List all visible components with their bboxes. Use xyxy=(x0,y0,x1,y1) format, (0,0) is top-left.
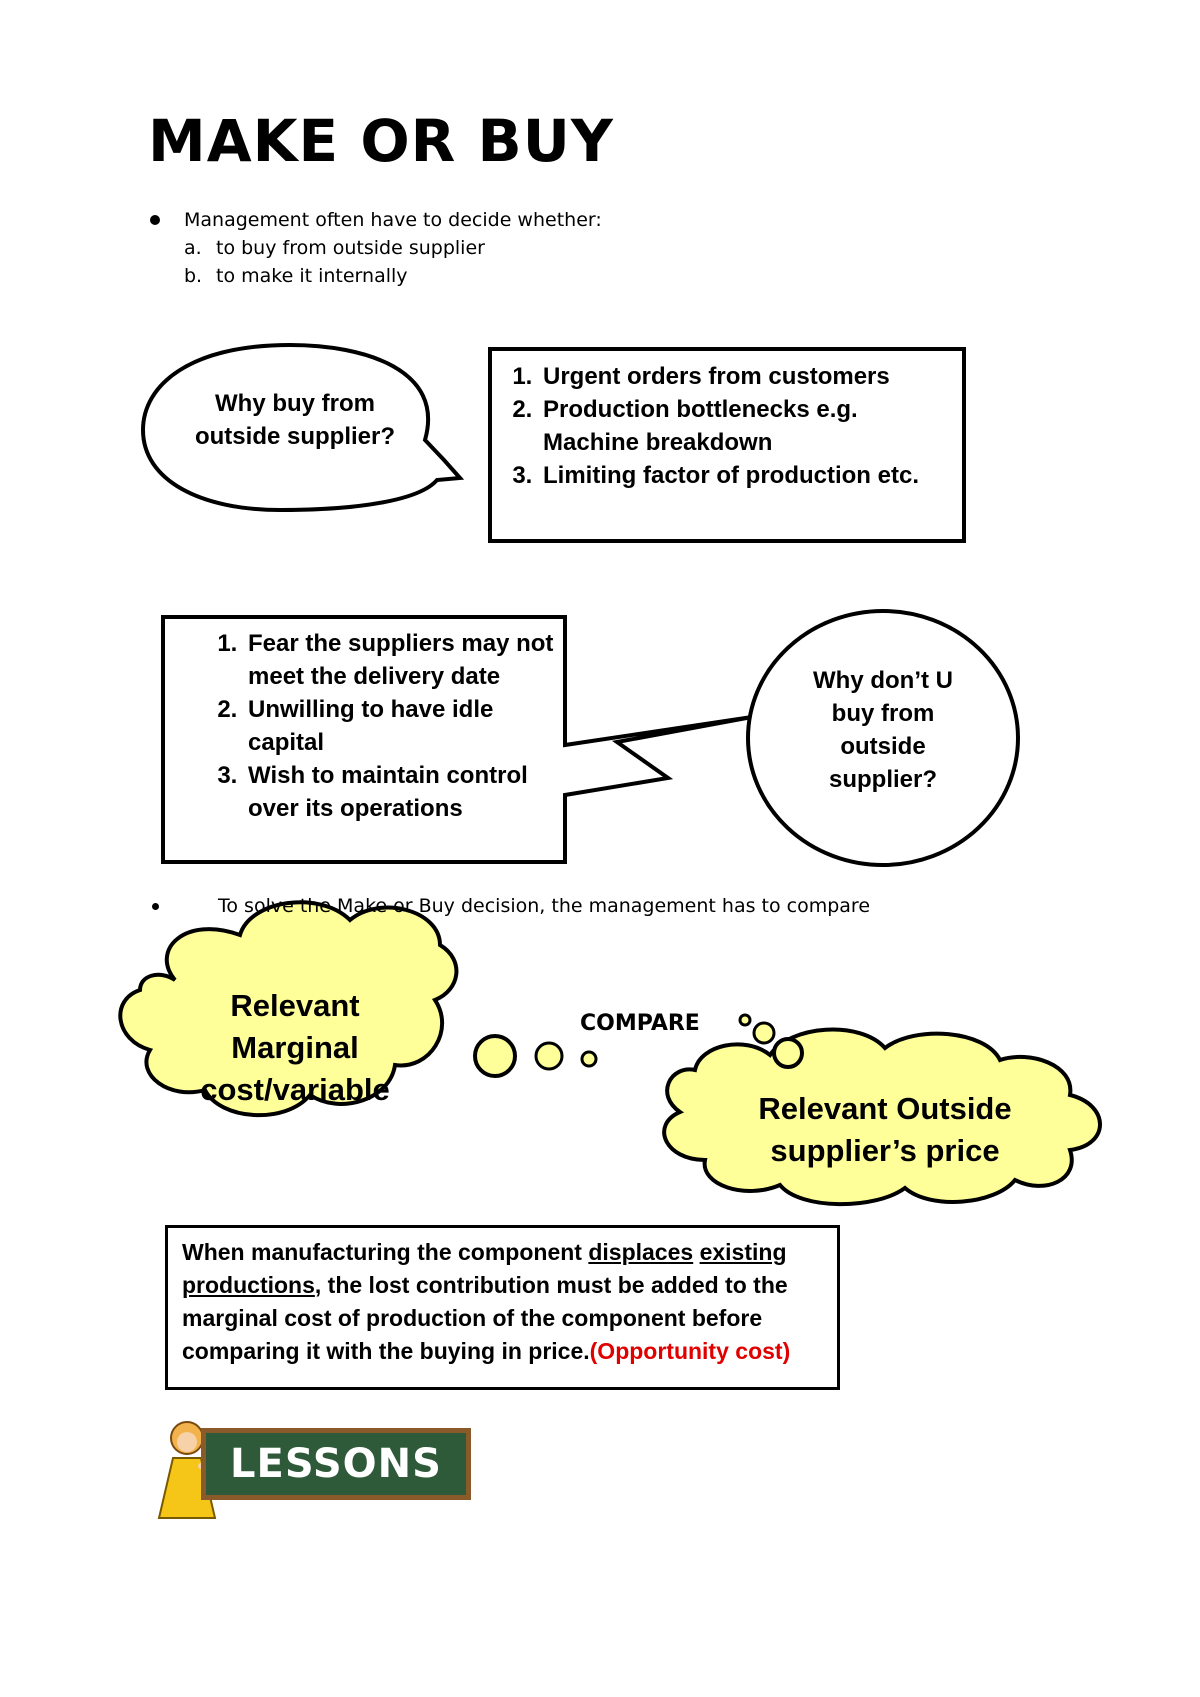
callout-box-why-buy xyxy=(488,347,966,543)
opportunity-cost-highlight: (Opportunity cost) xyxy=(589,1338,791,1364)
why-buy-reasons: Urgent orders from customers Production … xyxy=(505,360,955,492)
intro-list: Management often have to decide whether:… xyxy=(148,206,602,290)
list-item: Wish to maintain control over its operat… xyxy=(244,759,560,825)
list-item: Urgent orders from customers xyxy=(539,360,955,393)
page-title: MAKE OR BUY xyxy=(148,107,614,175)
compare-label: COMPARE xyxy=(580,1011,700,1036)
thought-cloud-left xyxy=(118,900,459,1117)
speech-bubble-why-not-buy xyxy=(746,609,1020,867)
opportunity-cost-note: When manufacturing the component displac… xyxy=(165,1225,840,1390)
why-not-buy-reasons: Fear the suppliers may not meet the deli… xyxy=(210,627,560,825)
callout-box-why-not-buy xyxy=(161,615,753,864)
lessons-chalkboard: LESSONS xyxy=(201,1428,471,1500)
list-item: Unwilling to have idle capital xyxy=(244,693,560,759)
list-item: Limiting factor of production etc. xyxy=(539,459,955,492)
option-buy: a.to buy from outside supplier xyxy=(184,237,485,259)
why-not-buy-question: Why don’t U buy from outside supplier? xyxy=(813,667,953,793)
bullet-icon xyxy=(150,215,160,225)
lessons-badge: LESSONS xyxy=(145,1418,480,1523)
why-buy-question: Why buy from outside supplier? xyxy=(194,390,395,450)
list-item: Fear the suppliers may not meet the deli… xyxy=(244,627,560,693)
list-item: Production bottlenecks e.g. Machine brea… xyxy=(539,393,955,459)
intro-lead: Management often have to decide whether: xyxy=(148,206,602,234)
cloud-right-text: Relevant Outside supplier’s price xyxy=(758,1091,1012,1168)
option-make: b.to make it internally xyxy=(184,265,408,287)
speech-bubble-why-buy xyxy=(140,342,465,513)
bullet-icon xyxy=(152,903,159,910)
thought-cloud-right xyxy=(662,1027,1102,1207)
cloud-left-text: Relevant Marginal cost/variable xyxy=(200,988,390,1107)
